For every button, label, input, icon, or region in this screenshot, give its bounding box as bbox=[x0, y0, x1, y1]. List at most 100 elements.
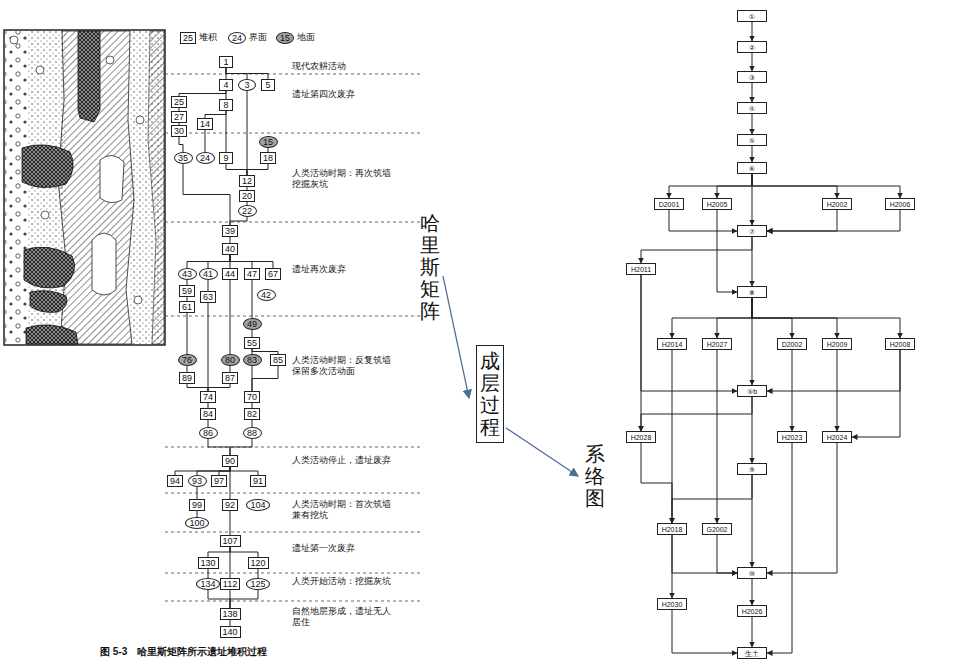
connector bbox=[767, 443, 792, 653]
node-label: 1 bbox=[223, 58, 228, 67]
node-label: 12 bbox=[242, 177, 252, 186]
deposit-box: 61 bbox=[179, 301, 195, 313]
process-box: 成层过程 bbox=[476, 345, 504, 443]
deposit-box: 18 bbox=[260, 152, 276, 164]
deposit-box: 59 bbox=[179, 285, 195, 297]
node-label: H2002 bbox=[827, 201, 848, 208]
node-label: 40 bbox=[225, 245, 235, 254]
node-label: ① bbox=[749, 13, 755, 20]
node-label: 15 bbox=[263, 138, 273, 147]
node-label: H2008 bbox=[890, 341, 911, 348]
deposit-box: 44 bbox=[222, 268, 238, 280]
deposit-box: 84 bbox=[200, 408, 216, 420]
connector bbox=[187, 255, 230, 268]
connector bbox=[767, 210, 837, 231]
node-label: ③ bbox=[749, 74, 755, 81]
legend-number: 24 bbox=[232, 33, 242, 43]
node-label: 130 bbox=[200, 559, 215, 568]
node-label: H2006 bbox=[890, 201, 911, 208]
connector bbox=[187, 313, 188, 354]
node-label: H2028 bbox=[631, 434, 652, 441]
node-label: 85 bbox=[273, 356, 283, 365]
connector bbox=[752, 475, 753, 567]
connector bbox=[752, 53, 753, 71]
node-label: 74 bbox=[203, 393, 213, 402]
deposit-box: 94 bbox=[167, 475, 183, 487]
unit-box: D2002 bbox=[777, 338, 807, 350]
surface-ellipse: 76 bbox=[178, 354, 197, 366]
connector bbox=[230, 467, 231, 499]
node-label: 100 bbox=[189, 519, 204, 528]
node-label: 90 bbox=[225, 457, 235, 466]
interface-ellipse: 104 bbox=[246, 499, 270, 511]
deposit-box: 4 bbox=[219, 79, 233, 91]
deposit-box: 140 bbox=[220, 626, 241, 638]
node-label: 140 bbox=[222, 628, 237, 637]
connector bbox=[767, 443, 837, 573]
connector bbox=[208, 439, 230, 455]
node-label: 55 bbox=[247, 339, 257, 348]
connector bbox=[752, 174, 753, 225]
connector bbox=[669, 210, 737, 231]
deposit-box: 63 bbox=[200, 291, 216, 303]
deposit-box: 130 bbox=[198, 557, 219, 569]
interface-ellipse: 134 bbox=[196, 578, 220, 590]
unit-box: H2002 bbox=[822, 198, 852, 210]
node-label: 80 bbox=[225, 356, 235, 365]
node-label: 49 bbox=[247, 320, 257, 329]
unit-box: ⑤b bbox=[737, 385, 767, 397]
phase-label: 人类开始活动：挖掘灰坑 bbox=[292, 576, 392, 587]
connector bbox=[752, 146, 753, 162]
node-label: 41 bbox=[203, 270, 213, 279]
deposit-box: 20 bbox=[239, 190, 255, 202]
node-label: ⑦ bbox=[749, 228, 755, 235]
connector bbox=[252, 280, 253, 318]
node-label: H2024 bbox=[827, 434, 848, 441]
surface-ellipse: 15 bbox=[259, 136, 278, 148]
deposit-box: 74 bbox=[200, 391, 216, 403]
connector bbox=[247, 164, 268, 175]
unit-box: H2024 bbox=[822, 431, 852, 443]
phase-label: 遗址再次废弃 bbox=[292, 264, 402, 275]
legend-item: 24界面 bbox=[228, 31, 267, 44]
node-label: 14 bbox=[200, 120, 210, 129]
connector bbox=[258, 569, 259, 578]
interface-ellipse: 35 bbox=[174, 152, 193, 164]
node-label: 42 bbox=[261, 291, 271, 300]
node-label: 成层过程 bbox=[480, 350, 500, 438]
node-label: G2002 bbox=[706, 526, 727, 533]
connector bbox=[208, 384, 230, 391]
connector bbox=[717, 350, 718, 523]
phase-label: 人类活动时期：再次筑墙挖掘灰坑 bbox=[292, 168, 392, 190]
connector bbox=[717, 535, 737, 573]
surface-ellipse: 49 bbox=[243, 318, 262, 330]
node-label: 84 bbox=[203, 410, 213, 419]
node-label: 87 bbox=[225, 374, 235, 383]
deposit-box: 112 bbox=[220, 578, 240, 590]
surface-ellipse: 80 bbox=[221, 354, 240, 366]
deposit-box: 12 bbox=[239, 175, 255, 187]
connector bbox=[767, 350, 900, 391]
node-label: 92 bbox=[225, 501, 235, 510]
node-label: H2030 bbox=[662, 601, 683, 608]
interface-ellipse: 100 bbox=[185, 517, 209, 529]
annotation-text: 系络图 bbox=[585, 443, 605, 509]
phase-label: 人类活动时期：首次筑墙兼有挖坑 bbox=[292, 499, 392, 521]
connector bbox=[230, 255, 273, 268]
connector bbox=[672, 535, 737, 573]
node-label: 67 bbox=[268, 270, 278, 279]
node-label: 4 bbox=[223, 81, 228, 90]
node-label: H2014 bbox=[662, 341, 683, 348]
node-label: 61 bbox=[182, 303, 192, 312]
unit-box: ⑩ bbox=[737, 567, 767, 579]
node-label: H2023 bbox=[782, 434, 803, 441]
node-label: ② bbox=[749, 44, 755, 51]
connector bbox=[752, 114, 753, 134]
connector bbox=[208, 569, 209, 578]
node-label: 88 bbox=[247, 429, 257, 438]
deposit-box: 90 bbox=[222, 455, 238, 467]
node-label: 97 bbox=[214, 477, 224, 486]
deposit-box: 40 bbox=[222, 243, 238, 255]
